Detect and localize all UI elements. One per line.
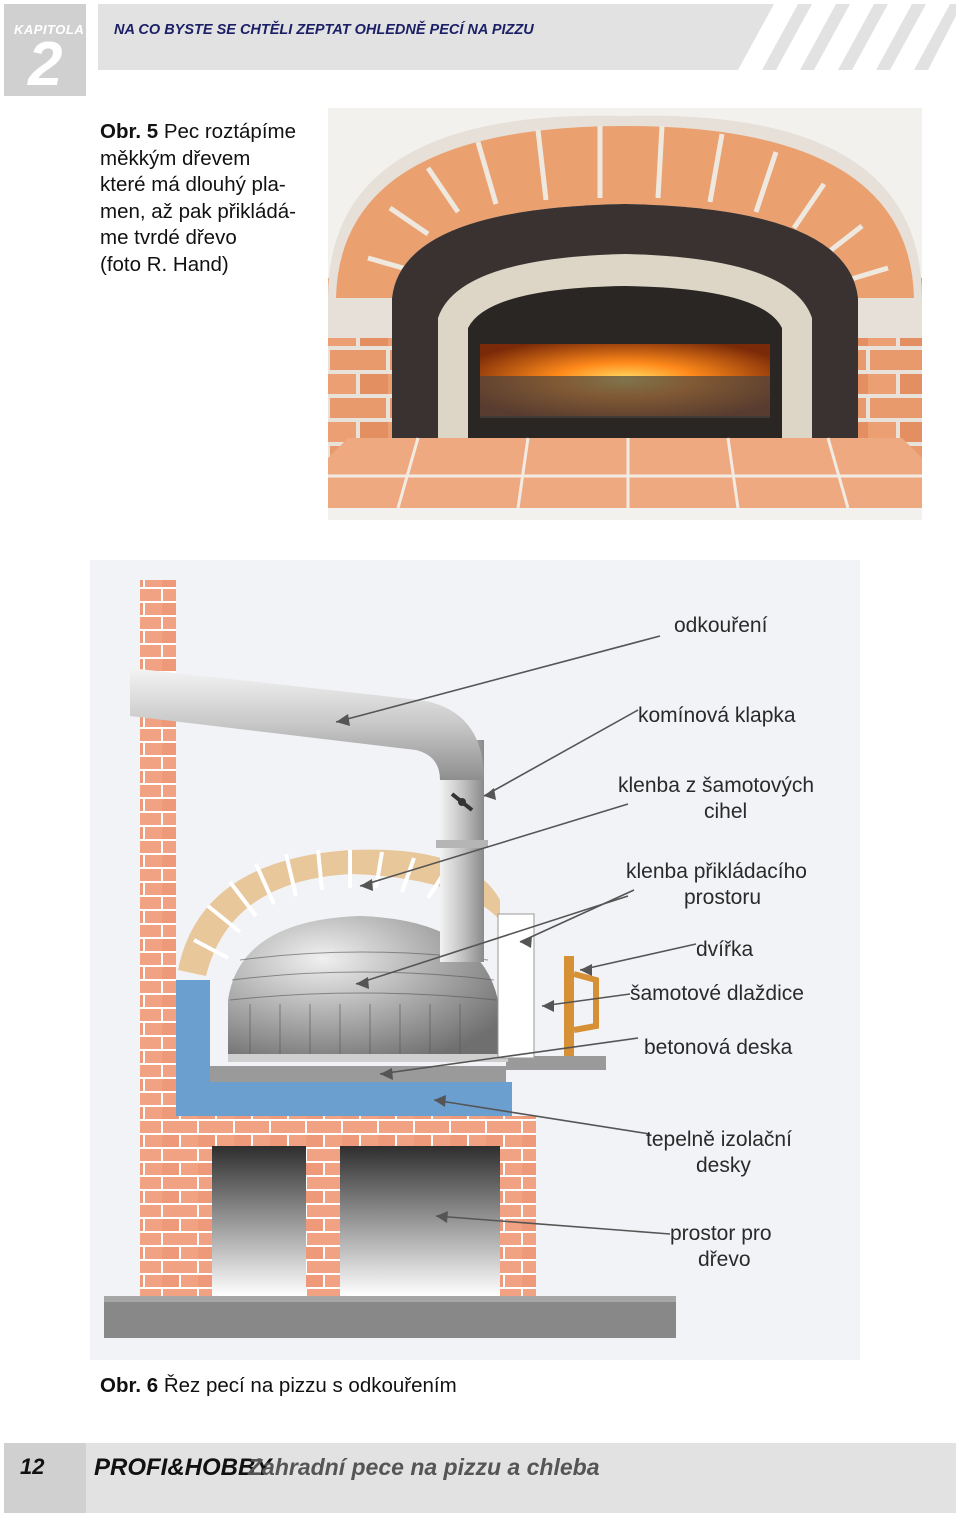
figure6-text: Řez pecí na pizzu s odkouřením	[163, 1374, 457, 1397]
stripes-decoration	[738, 4, 956, 70]
label-drevo-2: dřevo	[698, 1248, 751, 1271]
label-kominova-klapka: komínová klapka	[638, 704, 796, 727]
figure5-line-4: men, až pak přikládá-	[100, 199, 296, 223]
figure5-label: Obr.	[100, 120, 142, 143]
label-odkoureni: odkouření	[674, 614, 768, 637]
header-bar: NA CO BYSTE SE CHTĚLI ZEPTAT OHLEDNĚ PEC…	[98, 4, 956, 70]
figure5-number: 5	[146, 120, 159, 143]
page-number: 12	[20, 1454, 45, 1479]
footer-brand: PROFI&HOBBY	[94, 1454, 272, 1481]
figure5-line-1: Pec roztápíme	[163, 120, 296, 143]
page-header: KAPITOLA 2 NA CO BYSTE SE CHTĚLI ZEPTAT …	[0, 0, 960, 98]
oven-cross-section: odkouření komínová klapka klenba z šamot…	[90, 560, 860, 1360]
chapter-label: KAPITOLA	[14, 22, 85, 37]
figure6-caption: Obr. 6 Řez pecí na pizzu s odkouřením	[100, 1373, 700, 1400]
figure6-label: Obr.	[100, 1374, 142, 1397]
oven-photo	[328, 108, 922, 520]
label-klenba-prikl-2: prostoru	[684, 886, 761, 909]
figure5-caption: Obr. 5 Pec roztápíme měkkým dřevem které…	[100, 119, 320, 278]
chapter-number: 2	[28, 30, 63, 99]
label-dvirka: dvířka	[696, 938, 754, 961]
label-izolace-2: desky	[696, 1154, 751, 1177]
page-number-box	[4, 1443, 86, 1513]
footer-subtitle: Zahradní pece na pizzu a chleba	[248, 1454, 600, 1480]
figure6-number: 6	[146, 1374, 159, 1397]
label-drevo-1: prostor pro	[670, 1222, 772, 1245]
label-izolace-1: tepelně izolační	[646, 1128, 792, 1151]
chapter-box: KAPITOLA 2	[4, 4, 86, 96]
figure5-line-5: me tvrdé dřevo	[100, 226, 237, 249]
figure5-line-3: které má dlouhý pla-	[100, 173, 286, 196]
figure5-line-6: (foto R. Hand)	[100, 252, 229, 276]
footer-bar	[86, 1443, 956, 1513]
label-betonova-deska: betonová deska	[644, 1036, 793, 1059]
label-samotove-dlazdice: šamotové dlaždice	[630, 982, 804, 1005]
running-title: NA CO BYSTE SE CHTĚLI ZEPTAT OHLEDNĚ PEC…	[114, 22, 534, 38]
label-klenba-samot-1: klenba z šamotových	[618, 774, 814, 797]
label-klenba-prikl-1: klenba přikládacího	[626, 860, 807, 883]
label-klenba-samot-2: cihel	[704, 800, 747, 823]
figure5-line-2: měkkým dřevem	[100, 146, 251, 170]
